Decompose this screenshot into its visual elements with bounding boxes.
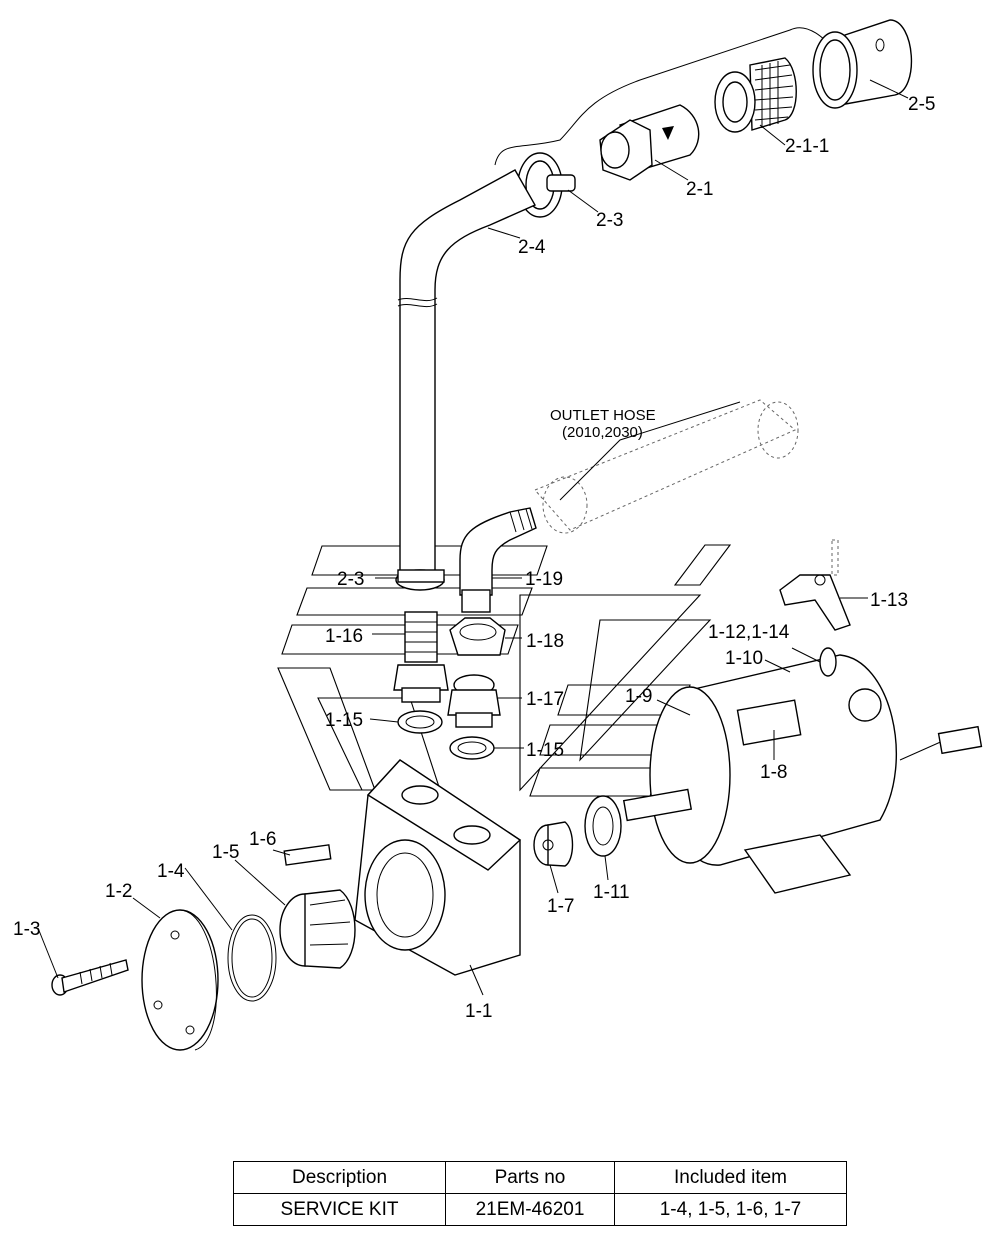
callout-1-7: 1-7 [547, 896, 574, 917]
adapter [447, 674, 501, 728]
callout-1-4: 1-4 [157, 861, 185, 882]
callout-1-15-right: 1-15 [526, 740, 564, 761]
cell-parts-no: 21EM-46201 [445, 1193, 615, 1226]
elbow-fitting [459, 507, 537, 613]
washer-right [449, 736, 495, 760]
callout-1-1: 1-1 [465, 1001, 492, 1022]
callout-2-4: 2-4 [518, 237, 546, 258]
washer-left [397, 710, 443, 734]
impeller [279, 889, 356, 969]
pump-body [354, 759, 522, 976]
bearing [584, 795, 622, 857]
callout-1-3: 1-3 [13, 919, 40, 940]
suction-wire [494, 27, 841, 166]
callout-1-18: 1-18 [526, 631, 564, 652]
service-kit-table: Description Parts no Included item SERVI… [233, 1161, 847, 1226]
hose-nipple [393, 611, 449, 703]
callout-1-8: 1-8 [760, 762, 787, 783]
screw [51, 959, 129, 996]
header-description: Description [233, 1161, 446, 1194]
callout-1-12-1-14: 1-12,1-14 [708, 622, 790, 643]
callout-1-10: 1-10 [725, 648, 763, 669]
strainer-screen [714, 57, 797, 133]
outlet-hose-phantom [534, 399, 799, 534]
leader-lines [37, 79, 909, 996]
callout-1-9: 1-9 [625, 686, 652, 707]
callout-1-11: 1-11 [593, 882, 630, 903]
header-parts-no: Parts no [445, 1161, 615, 1194]
outlet-hose-models: (2010,2030) [562, 424, 643, 441]
callout-2-3-top: 2-3 [596, 210, 623, 231]
callout-2-5: 2-5 [908, 94, 935, 115]
grommet [819, 647, 837, 677]
callout-1-16: 1-16 [325, 626, 363, 647]
table-row: SERVICE KIT 21EM-46201 1-4, 1-5, 1-6, 1-… [233, 1193, 847, 1226]
callout-1-17: 1-17 [526, 689, 564, 710]
callout-2-1: 2-1 [686, 179, 713, 200]
bracket [779, 574, 851, 631]
strainer-cup [812, 19, 913, 109]
cover-plate [141, 909, 219, 1051]
hex-nut [449, 617, 506, 656]
callout-2-1-1: 2-1-1 [785, 136, 829, 157]
callout-2-3-low: 2-3 [337, 569, 364, 590]
callout-1-13: 1-13 [870, 590, 908, 611]
header-included-item: Included item [614, 1161, 847, 1194]
bracket-screw [831, 539, 839, 576]
callout-1-5: 1-5 [212, 842, 239, 863]
check-valve [599, 104, 700, 181]
callout-1-2: 1-2 [105, 881, 132, 902]
callout-labels: 2-5 2-1-1 2-1 2-3 2-4 OUTLET HOSE (2010,… [13, 94, 935, 1022]
outlet-hose-label: OUTLET HOSE [550, 407, 656, 424]
cell-included-item: 1-4, 1-5, 1-6, 1-7 [614, 1193, 847, 1226]
motor [622, 654, 983, 894]
vane [283, 844, 332, 866]
callout-1-19: 1-19 [525, 569, 563, 590]
callout-1-15-left: 1-15 [325, 710, 363, 731]
callout-1-6: 1-6 [249, 829, 276, 850]
table-header-row: Description Parts no Included item [233, 1161, 847, 1194]
hose-clamp-low [395, 569, 445, 591]
o-ring [227, 914, 277, 1002]
cell-description: SERVICE KIT [233, 1193, 446, 1226]
coupling [533, 821, 574, 867]
